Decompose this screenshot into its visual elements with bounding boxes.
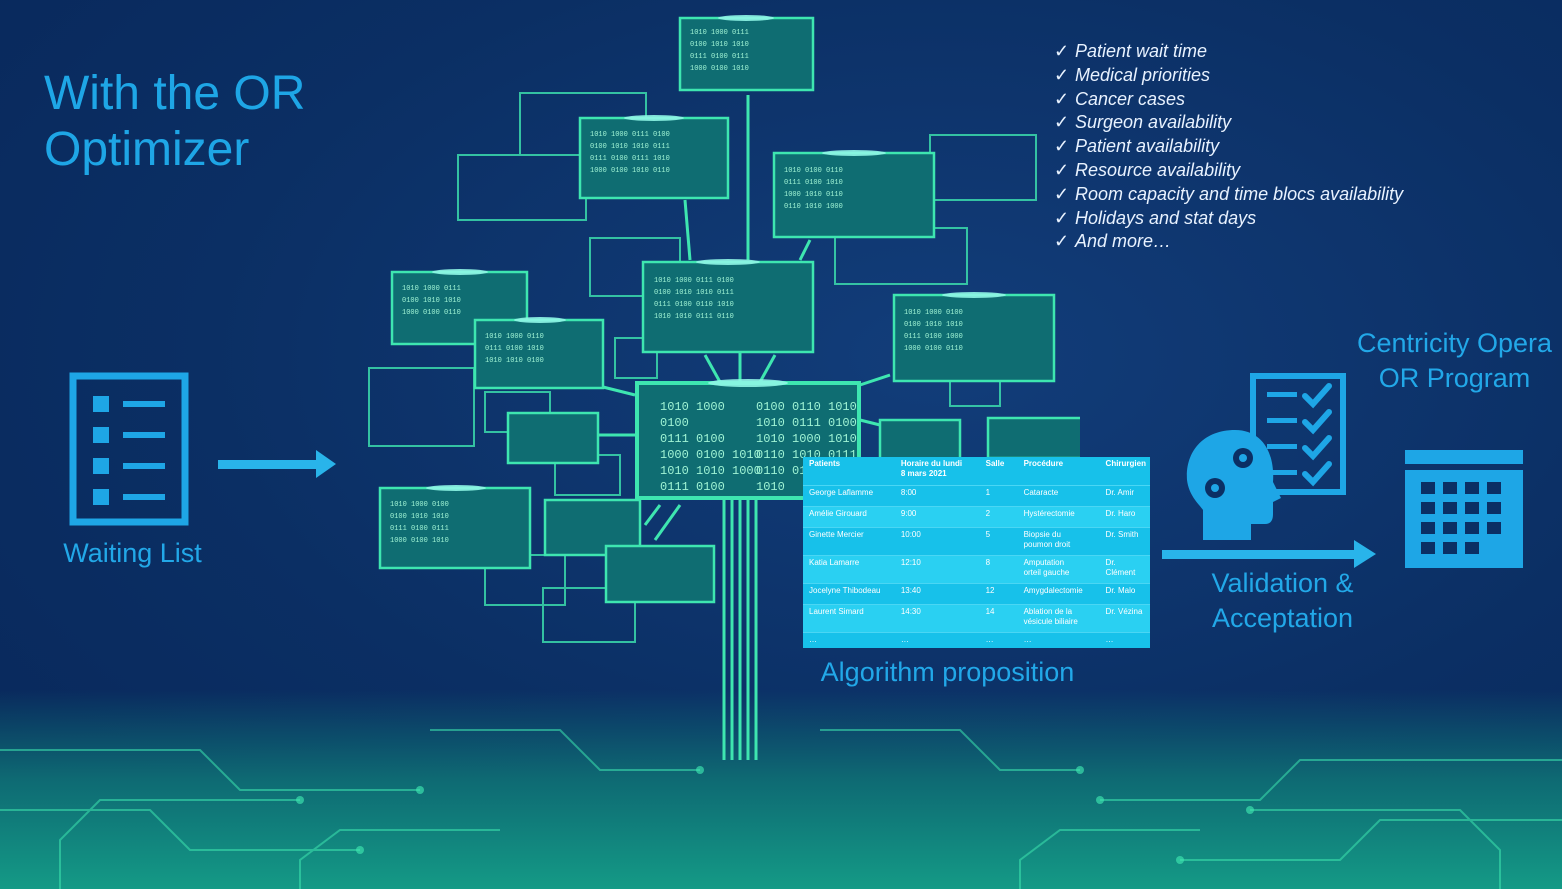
column-header-patients: Patients: [809, 459, 841, 468]
svg-text:1000 0100 0110: 1000 0100 0110: [904, 345, 963, 353]
svg-text:0100 1010 1010 0111: 0100 1010 1010 0111: [654, 289, 734, 297]
svg-text:1000 0100 1010: 1000 0100 1010: [660, 448, 761, 462]
svg-text:0100 1010 1010: 0100 1010 1010: [390, 513, 449, 521]
arrow-right-icon: [218, 450, 336, 478]
criteria-item: ✓Patient availability: [1054, 135, 1403, 159]
svg-text:1010 1010 0100: 1010 1010 0100: [485, 357, 544, 365]
svg-text:0111 0100 0110 1010: 0111 0100 0110 1010: [654, 301, 734, 309]
circuit-traces: [0, 729, 1562, 889]
check-icon: ✓: [1054, 183, 1070, 204]
check-icon: ✓: [1054, 231, 1070, 252]
svg-text:0100 1010 1010 0111: 0100 1010 1010 0111: [590, 143, 670, 151]
algorithm-tree-graphic: 1010 1000 0100 0111 0100 1000 0100 1010 …: [368, 15, 1080, 760]
svg-text:0111 0100 0111: 0111 0100 0111: [690, 53, 749, 61]
svg-text:1010: 1010: [756, 480, 785, 494]
svg-text:1010 1000 0111 0100: 1010 1000 0111 0100: [590, 131, 670, 139]
criteria-item: ✓And more…: [1054, 230, 1403, 254]
svg-text:1010 1000 0100: 1010 1000 0100: [390, 501, 449, 509]
svg-text:1010 0100 0110: 1010 0100 0110: [784, 167, 843, 175]
svg-text:0100: 0100: [660, 416, 689, 430]
svg-text:1010 1000 0111 0100: 1010 1000 0111 0100: [654, 277, 734, 285]
svg-text:1010 1000 0111: 1010 1000 0111: [402, 285, 461, 293]
algorithm-label: Algorithm proposition: [820, 657, 1075, 687]
calendar-icon: [1405, 450, 1523, 568]
svg-text:1010 1000 0111: 1010 1000 0111: [690, 29, 749, 37]
svg-text:0110 1010 1000: 0110 1010 1000: [784, 203, 843, 211]
svg-text:1000 0100 0110: 1000 0100 0110: [402, 309, 461, 317]
svg-text:1000 0100 1010: 1000 0100 1010: [390, 537, 449, 545]
svg-text:0100 1010 1010: 0100 1010 1010: [904, 321, 963, 329]
svg-text:1000 1010 0110: 1000 1010 0110: [784, 191, 843, 199]
svg-text:0100 1010 1010: 0100 1010 1010: [690, 41, 749, 49]
criteria-item: ✓Cancer cases: [1054, 88, 1403, 112]
svg-text:0100 0110 1010: 0100 0110 1010: [756, 400, 857, 414]
criteria-item: ✓Surgeon availability: [1054, 111, 1403, 135]
criteria-item: ✓Room capacity and time blocs availabili…: [1054, 183, 1403, 207]
check-icon: ✓: [1054, 136, 1070, 157]
svg-text:1010 1000: 1010 1000: [660, 400, 725, 414]
svg-text:0100 1010 1010: 0100 1010 1010: [402, 297, 461, 305]
page-title: With the OR Optimizer: [44, 67, 306, 176]
svg-text:0111 0100 1000: 0111 0100 1000: [904, 333, 963, 341]
svg-text:0111 0100 1010: 0111 0100 1010: [784, 179, 843, 187]
svg-text:1010 1000 0100: 1010 1000 0100: [904, 309, 963, 317]
validation-label: Validation &Acceptation: [1211, 568, 1354, 633]
arrow-right-icon: [1162, 540, 1376, 568]
circuit-floor: [0, 690, 1562, 889]
table-row: ……… ……: [803, 632, 1150, 653]
svg-text:1010 1010 0111 0110: 1010 1010 0111 0110: [654, 313, 734, 321]
svg-text:1000 0100 1010: 1000 0100 1010: [690, 65, 749, 73]
column-header-surgeon: Chirurgien: [1105, 459, 1146, 468]
svg-text:0111 0100 0111 1010: 0111 0100 0111 1010: [590, 155, 670, 163]
waiting-list-label: Waiting List: [63, 538, 202, 568]
svg-text:0111 0100 0111: 0111 0100 0111: [390, 525, 449, 533]
check-icon: ✓: [1054, 159, 1070, 180]
criteria-checklist: ✓Patient wait time ✓Medical priorities ✓…: [1054, 40, 1403, 254]
svg-text:0111 0100: 0111 0100: [660, 432, 725, 446]
svg-text:1010 1000 1010: 1010 1000 1010: [756, 432, 857, 446]
criteria-item: ✓Medical priorities: [1054, 64, 1403, 88]
column-header-procedure: Procédure: [1023, 459, 1064, 468]
check-icon: ✓: [1054, 41, 1070, 61]
svg-text:1010 1010 1000: 1010 1010 1000: [660, 464, 761, 478]
check-icon: ✓: [1054, 207, 1070, 228]
criteria-item: ✓Resource availability: [1054, 159, 1403, 183]
svg-text:0111 0100 1010: 0111 0100 1010: [485, 345, 544, 353]
svg-text:1010 0111 0100: 1010 0111 0100: [756, 416, 857, 430]
check-icon: ✓: [1054, 64, 1070, 85]
criteria-item: ✓Patient wait time: [1054, 40, 1403, 64]
criteria-item: ✓Holidays and stat days: [1054, 207, 1403, 231]
svg-text:1000 0100 1010 0110: 1000 0100 1010 0110: [590, 167, 670, 175]
brain-gears-checklist-icon: [1186, 373, 1346, 540]
svg-text:0111 0100: 0111 0100: [660, 480, 725, 494]
svg-text:1010 1000 0110: 1010 1000 0110: [485, 333, 544, 341]
column-header-room: Salle: [985, 459, 1005, 468]
check-icon: ✓: [1054, 88, 1070, 109]
list-document-icon: [69, 372, 189, 526]
check-icon: ✓: [1054, 112, 1070, 133]
